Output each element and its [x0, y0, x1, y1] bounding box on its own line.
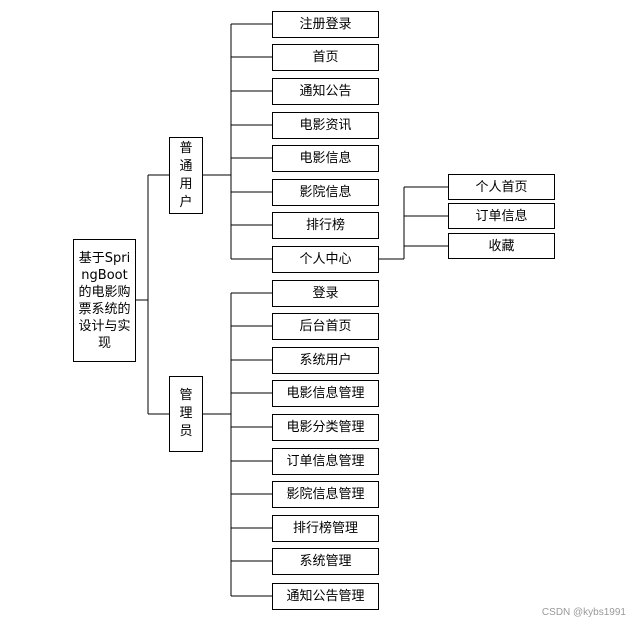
root-node: 基于SpringBoot的电影购票系统的设计与实现 [73, 239, 136, 362]
watermark: CSDN @kybs1991 [541, 607, 626, 618]
user-item-movie-info: 电影信息 [272, 145, 379, 172]
user-item-ranking: 排行榜 [272, 212, 379, 239]
personal-item-orders: 订单信息 [448, 203, 555, 229]
admin-item-system-mgmt: 系统管理 [272, 548, 379, 575]
admin-item-movie-category-mgmt: 电影分类管理 [272, 414, 379, 441]
personal-item-home: 个人首页 [448, 174, 555, 200]
admin-item-order-mgmt: 订单信息管理 [272, 448, 379, 475]
admin-item-ranking-mgmt: 排行榜管理 [272, 515, 379, 542]
user-item-cinema-info: 影院信息 [272, 179, 379, 206]
root-label: 基于SpringBoot的电影购票系统的设计与实现 [78, 250, 131, 351]
admin-item-system-users: 系统用户 [272, 347, 379, 374]
user-item-movie-news: 电影资讯 [272, 112, 379, 139]
user-item-home: 首页 [272, 44, 379, 71]
admin-item-dashboard: 后台首页 [272, 313, 379, 340]
user-group-node: 普通用户 [169, 137, 203, 214]
admin-item-notice-mgmt: 通知公告管理 [272, 583, 379, 610]
admin-group-node: 管理员 [169, 376, 203, 452]
user-item-notice: 通知公告 [272, 78, 379, 105]
user-item-register-login: 注册登录 [272, 11, 379, 38]
admin-item-cinema-mgmt: 影院信息管理 [272, 481, 379, 508]
admin-item-movie-info-mgmt: 电影信息管理 [272, 380, 379, 407]
admin-item-login: 登录 [272, 280, 379, 307]
user-item-personal-center: 个人中心 [272, 246, 379, 273]
user-group-label: 普通用户 [179, 140, 193, 210]
admin-group-label: 管理员 [179, 388, 193, 439]
personal-item-favorites: 收藏 [448, 233, 555, 259]
